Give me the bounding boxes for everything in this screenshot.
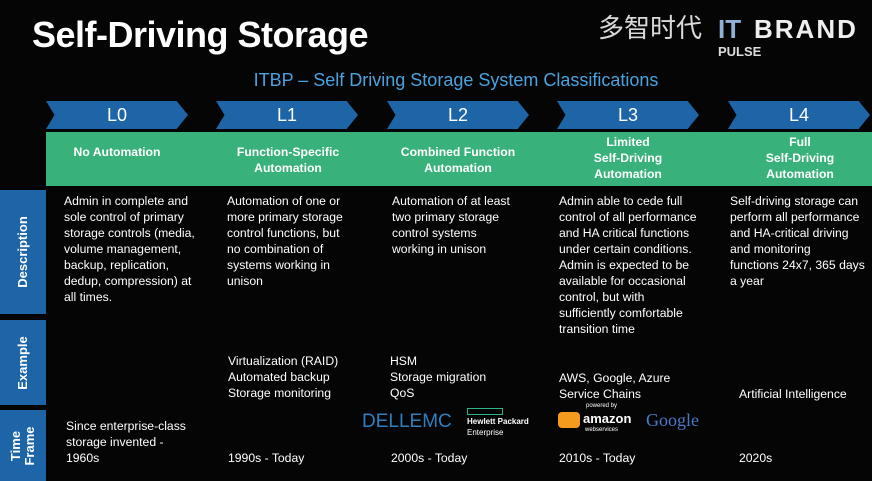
aws-logo-line3: webservices (585, 427, 619, 433)
level-chevron-l4: L4 (728, 101, 870, 129)
level-name-band (46, 132, 872, 186)
aws-cubes-icon (558, 412, 580, 428)
row-label-description: Description (0, 190, 46, 314)
example-l4: Artificial Intelligence (739, 387, 847, 401)
time-frame-l0: Since enterprise-class storage invented … (66, 419, 186, 465)
time-frame-l1: 1990s - Today (228, 451, 305, 465)
hpe-logo-line2: Enterprise (467, 428, 504, 437)
description-l0: Admin in complete and sole control of pr… (64, 194, 195, 304)
subtitle: ITBP – Self Driving Storage System Class… (253, 70, 659, 90)
google-logo: Google (646, 410, 699, 430)
row-label-text: Description (15, 216, 30, 288)
level-name-l4: Full Self-Driving Automation (765, 135, 835, 181)
description-l3: Admin able to cede full control of all p… (559, 194, 697, 336)
level-name-l0: No Automation (73, 145, 161, 159)
watermark: 多智时代 (598, 14, 703, 44)
aws-logo-line1: powered by (586, 403, 618, 409)
aws-logo-line2: amazon (583, 411, 632, 426)
row-label-time-frame: Time Frame (0, 410, 46, 481)
logo-it: IT (718, 14, 742, 44)
level-name-l1: Function-Specific Automation (236, 145, 340, 175)
level-chevron-l3: L3 (557, 101, 699, 129)
dell-emc-logo: DELLEMC (362, 411, 452, 432)
level-name-l3: Limited Self-Driving Automation (593, 135, 663, 181)
example-l3: AWS, Google, Azure Service Chains (559, 371, 671, 401)
description-l1: Automation of one or more primary storag… (227, 194, 343, 288)
page-title: Self-Driving Storage (32, 14, 369, 55)
level-chevron-l0: L0 (46, 101, 188, 129)
row-label-text: Example (15, 335, 30, 390)
level-chevron-l1: L1 (216, 101, 358, 129)
example-l1: Virtualization (RAID) Automated backup S… (228, 354, 339, 400)
time-frame-l3: 2010s - Today (559, 451, 636, 465)
row-label-example: Example (0, 320, 46, 405)
example-l2: HSM Storage migration QoS (390, 354, 487, 400)
hpe-logo-line1: Hewlett Packard (467, 417, 529, 426)
level-name-l2: Combined Function Automation (400, 145, 516, 175)
itbrand-pulse-logo: IT BRAND PULSE (718, 8, 868, 60)
hpe-logo-bar (467, 408, 503, 415)
row-label-text: Time Frame (8, 425, 37, 466)
time-frame-l2: 2000s - Today (391, 451, 468, 465)
level-chevron-l2: L2 (387, 101, 529, 129)
time-frame-l4: 2020s (739, 451, 773, 465)
logo-brand: BRAND (754, 14, 858, 44)
description-l4: Self-driving storage can perform all per… (730, 194, 865, 288)
logo-pulse: PULSE (718, 44, 762, 59)
description-l2: Automation of at least two primary stora… (392, 194, 510, 256)
